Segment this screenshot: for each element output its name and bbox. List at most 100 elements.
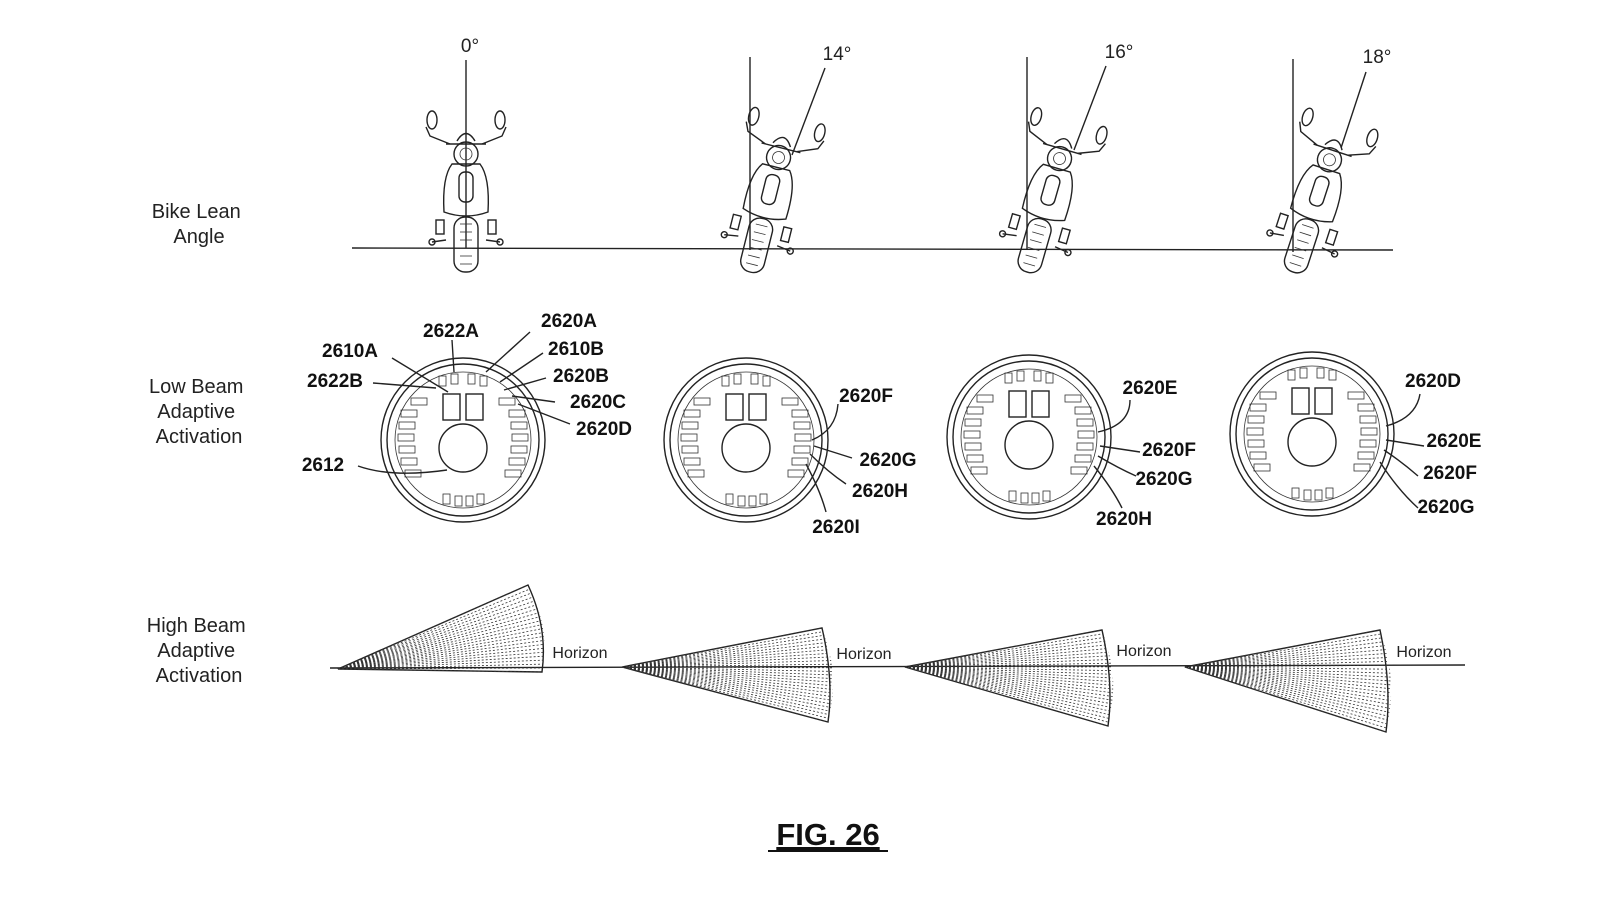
callout-2620E: 2620E <box>1123 378 1178 399</box>
motorcycle-icon <box>1254 105 1382 286</box>
beam-ray <box>1184 637 1383 668</box>
beam-ray <box>621 645 828 668</box>
beam-ray <box>904 666 1114 694</box>
beam-ray <box>904 666 1113 701</box>
beam-ray <box>904 666 1112 705</box>
beam-ray <box>337 624 543 670</box>
beam-ray <box>337 620 542 670</box>
beam-ray <box>904 666 1113 675</box>
beam-ray <box>1184 653 1387 668</box>
beam-ray <box>621 666 832 701</box>
beam-ray <box>337 636 544 670</box>
beam-fan-2: Horizon <box>621 627 892 723</box>
beam-ray <box>1184 649 1386 668</box>
beam-ray <box>337 640 545 670</box>
beam-fan-outline <box>621 627 831 723</box>
beam-ray <box>621 660 832 668</box>
beam-ray <box>904 640 1106 668</box>
beam-ray <box>621 652 830 668</box>
callout-2620G: 2620G <box>859 450 916 471</box>
beam-ray <box>904 666 1113 697</box>
callout-2620F: 2620F <box>1423 463 1477 484</box>
headlamp-icon <box>380 357 546 523</box>
row-label-low-beam-line2: Adaptive <box>157 401 235 423</box>
callout-2620H: 2620H <box>1096 509 1152 530</box>
row-label-high-beam-line1: High Beam <box>147 615 246 637</box>
callout-2620A: 2620A <box>541 311 597 332</box>
beam-ray <box>337 632 544 670</box>
beam-ray <box>1184 666 1392 698</box>
beam-ray <box>904 666 1112 708</box>
beam-ray <box>1184 666 1389 721</box>
headlamp-icon <box>1229 351 1395 517</box>
beam-fan-rays <box>337 584 545 673</box>
beam-ray <box>621 663 832 668</box>
beam-ray <box>1184 641 1384 668</box>
headlamp-icon <box>946 354 1112 520</box>
row-label-high-beam: High Beam Adaptive Activation <box>147 615 252 687</box>
beam-ray <box>337 647 545 670</box>
beam-ray <box>621 666 833 694</box>
beam-ray <box>1184 666 1387 729</box>
headlamp-4: 2620D 2620E 2620F 2620G <box>1229 351 1481 518</box>
beam-ray <box>621 666 834 687</box>
row-label-high-beam-line3: Activation <box>156 665 243 687</box>
beam-ray <box>337 604 537 670</box>
figure-title: FIG. 26 <box>776 817 879 852</box>
callout-2620C: 2620C <box>570 392 626 413</box>
horizon-label-4: Horizon <box>1396 644 1451 661</box>
callout-2620F: 2620F <box>839 386 893 407</box>
bike-18deg: 18° <box>1254 47 1392 286</box>
beam-ray <box>904 648 1108 668</box>
beam-ray <box>904 637 1105 668</box>
beam-ray <box>904 666 1111 712</box>
callout-2610A: 2610A <box>322 341 378 362</box>
beam-fan-1: Horizon <box>337 584 608 673</box>
row-label-low-beam: Low Beam Adaptive Activation <box>149 376 249 448</box>
beam-ray <box>337 588 530 670</box>
lean-axis-line <box>1340 71 1367 149</box>
beam-ray <box>621 666 829 723</box>
beam-ray <box>621 666 832 705</box>
beam-fan-rays <box>621 627 834 723</box>
ground-line <box>351 247 1394 251</box>
row-label-lean-line1: Bike Lean <box>152 201 241 223</box>
beam-ray <box>904 666 1113 671</box>
horizon-line <box>329 664 1466 669</box>
row-label-lean: Bike Lean Angle <box>152 201 247 248</box>
beam-ray <box>904 666 1109 723</box>
beam-ray <box>1184 666 1392 686</box>
row-label-lean-line2: Angle <box>173 226 224 248</box>
beam-ray <box>337 608 539 670</box>
beam-ray <box>1184 666 1390 709</box>
beam-ray <box>904 666 1114 679</box>
callout-2622B: 2622B <box>307 371 363 392</box>
row-label-high-beam-line2: Adaptive <box>157 640 235 662</box>
motorcycle-icon <box>987 105 1111 284</box>
callout-2620H: 2620H <box>852 481 908 502</box>
beam-ray <box>337 612 540 670</box>
headlamp-3: 2620E 2620F 2620G 2620H <box>946 354 1196 530</box>
beam-ray <box>621 666 834 676</box>
beam-ray <box>904 633 1104 668</box>
lean-angle-label-14: 14° <box>823 44 852 65</box>
lean-angle-label-18: 18° <box>1363 47 1392 68</box>
beam-ray <box>337 651 545 670</box>
beam-ray <box>621 666 831 708</box>
beam-ray <box>1184 666 1391 674</box>
lean-axis-line <box>1073 65 1107 151</box>
bike-0deg: 0° <box>425 36 507 273</box>
beam-ray <box>621 649 829 668</box>
lean-axis-line <box>791 67 826 156</box>
beam-fan-outline <box>904 629 1111 727</box>
beam-ray <box>1184 666 1390 670</box>
callout-2612: 2612 <box>302 455 344 476</box>
beam-ray <box>621 642 827 668</box>
beam-ray <box>904 666 1109 727</box>
beam-ray <box>1184 666 1387 733</box>
callout-2620B: 2620B <box>553 366 609 387</box>
callout-2620G: 2620G <box>1135 469 1192 490</box>
row-label-low-beam-line3: Activation <box>156 426 243 448</box>
beam-ray <box>904 666 1114 683</box>
